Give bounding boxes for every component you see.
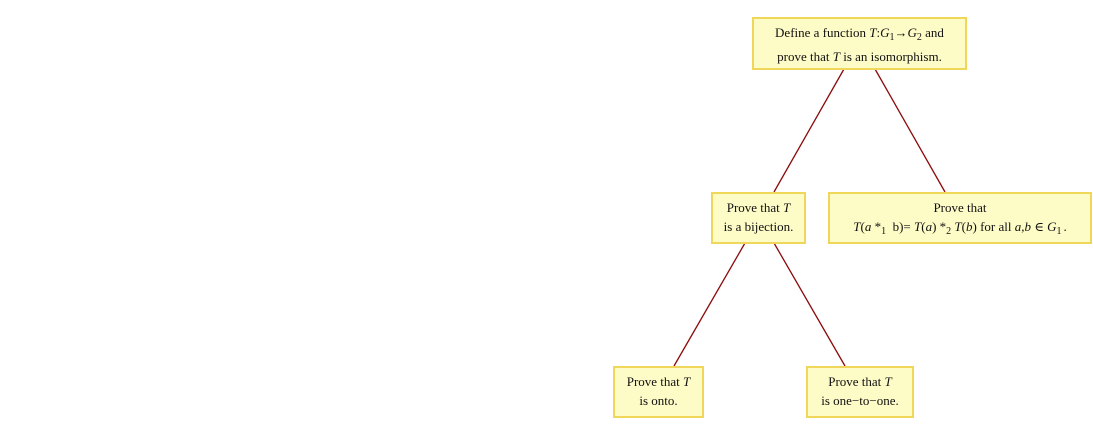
homomorphism-line-1: Prove that — [933, 200, 987, 215]
onto-text: Prove that — [626, 374, 684, 389]
one-to-one-line-1: Prove that T — [808, 372, 912, 391]
hom-sub1: 1 — [881, 226, 887, 237]
hom-star1: * — [871, 219, 882, 234]
hom-comma: , — [1021, 219, 1025, 234]
edge-root-homomorphism — [874, 68, 946, 193]
bijection-line-1: Prove that T — [713, 198, 804, 217]
hom-paren2: ( — [921, 219, 926, 234]
hom-t2: T — [914, 219, 922, 234]
bijection-symbol-t: T — [783, 200, 791, 215]
root-line-2: prove that T is an isomorphism. — [754, 47, 965, 66]
hom-a3: a — [1014, 219, 1022, 234]
hom-b: b)= — [886, 219, 914, 234]
root-symbol-t: T — [869, 25, 877, 40]
root-subscript-2: 2 — [916, 32, 922, 43]
hom-t3: T — [951, 219, 962, 234]
onto-symbol-t: T — [683, 374, 691, 389]
root-symbol-g1: G — [880, 25, 890, 40]
root-symbol-g2: G — [907, 25, 917, 40]
homomorphism-line-2: T(a *1 b)= T(a) *2 T(b) for all a,b ∈ G1… — [830, 217, 1090, 241]
hom-period: . — [1063, 219, 1067, 234]
root-text-isomorphism: is an isomorphism. — [839, 49, 942, 64]
root-text: Define a function — [775, 25, 870, 40]
edge-root-bijection — [773, 68, 845, 193]
root-arrow: → — [894, 25, 908, 40]
homomorphism-node: Prove that T(a *1 b)= T(a) *2 T(b) for a… — [828, 192, 1092, 244]
hom-for-all: ) for all — [972, 219, 1015, 234]
one-to-one-symbol-t: T — [884, 374, 892, 389]
bijection-node: Prove that T is a bijection. — [711, 192, 806, 244]
root-symbol-t2: T — [832, 49, 840, 64]
hom-sub2: 2 — [946, 226, 952, 237]
edge-bijection-one-to-one — [773, 242, 846, 367]
hom-a: a — [864, 219, 872, 234]
root-colon: : — [876, 25, 881, 40]
bijection-text: Prove that — [726, 200, 784, 215]
edge-bijection-onto — [673, 242, 746, 367]
onto-line-1: Prove that T — [615, 372, 702, 391]
root-text-prove: prove that — [777, 49, 833, 64]
hom-element-of: ∈ — [1030, 219, 1048, 234]
one-to-one-line-2: is one−to−one. — [821, 393, 899, 408]
hom-paren3: ) — [932, 219, 940, 234]
onto-node: Prove that T is onto. — [613, 366, 704, 418]
root-text-and: and — [921, 25, 944, 40]
hom-g-sub: 1 — [1056, 226, 1062, 237]
hom-t1: T — [853, 219, 861, 234]
bijection-line-2: is a bijection. — [723, 219, 794, 234]
hom-b2: b — [966, 219, 973, 234]
onto-line-2: is onto. — [639, 393, 678, 408]
hom-paren4: ( — [961, 219, 966, 234]
one-to-one-node: Prove that T is one−to−one. — [806, 366, 914, 418]
root-line-1: Define a function T:G1→G2 and — [754, 23, 965, 47]
hom-b3: b — [1024, 219, 1031, 234]
hom-a2: a — [925, 219, 933, 234]
hom-paren1: ( — [860, 219, 865, 234]
root-node: Define a function T:G1→G2 and prove that… — [752, 17, 967, 70]
one-to-one-text: Prove that — [828, 374, 885, 389]
root-subscript-1: 1 — [889, 32, 895, 43]
hom-g: G — [1047, 219, 1057, 234]
hom-star2: * — [939, 219, 947, 234]
